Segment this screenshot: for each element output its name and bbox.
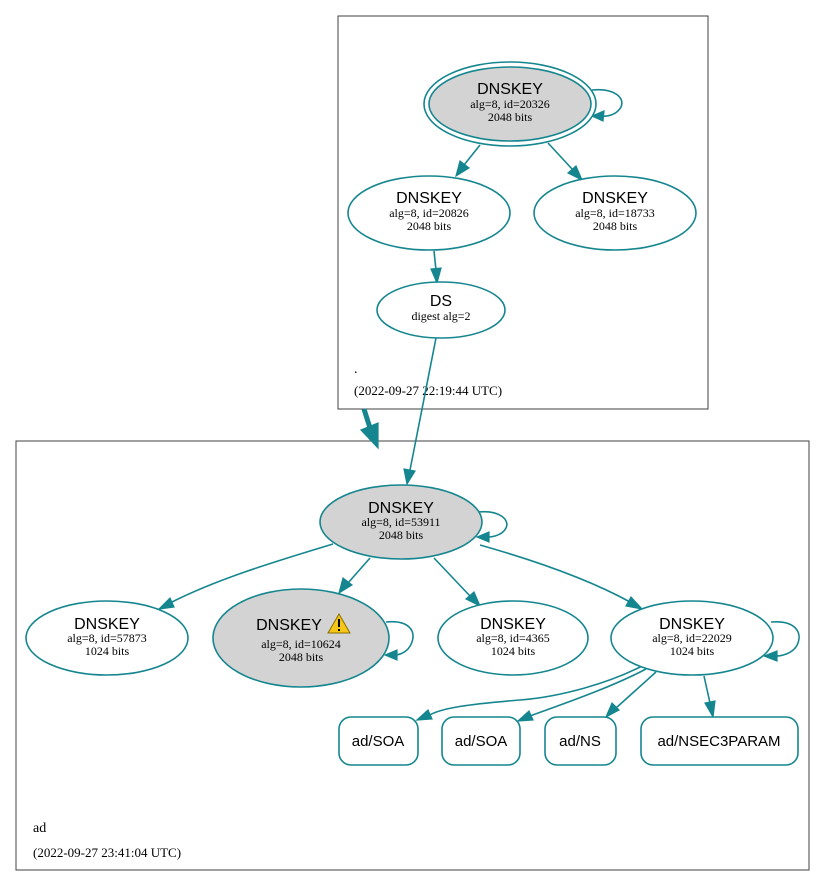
root-zone-timestamp: (2022-09-27 22:19:44 UTC) <box>354 383 502 398</box>
root-zsk2-title: DNSKEY <box>582 190 648 207</box>
rrset-soa-1-label: ad/SOA <box>352 733 405 750</box>
ad-22029-self-arrow <box>762 650 778 662</box>
ad-key-57873-alg-id: alg=8, id=57873 <box>67 631 147 645</box>
root-zsk1-node[interactable]: DNSKEY alg=8, id=20826 2048 bits <box>347 175 511 251</box>
root-zsk2-alg-id: alg=8, id=18733 <box>575 206 655 220</box>
ad-22029-to-ns-edge <box>615 671 657 709</box>
ad-ksk-title: DNSKEY <box>368 500 434 517</box>
ad-key-57873-node[interactable]: DNSKEY alg=8, id=57873 1024 bits <box>25 600 189 676</box>
delegation-arrow <box>359 422 379 450</box>
ad-key-57873-shape <box>25 600 189 676</box>
ad-key-10624-shape <box>212 588 390 688</box>
ad-22029-self-edge <box>769 621 800 657</box>
ad-key-22029-bits: 1024 bits <box>670 644 715 658</box>
ad-zone-name: ad <box>33 821 46 836</box>
ad-key-10624-title: DNSKEY <box>256 617 322 634</box>
ds-to-ad-ksk-arrow <box>403 468 416 486</box>
warning-icon <box>327 613 351 634</box>
rrset-ns-shape <box>544 716 617 766</box>
delegation-edge <box>361 408 373 429</box>
root-ksk-to-zsk2-arrow <box>566 165 584 182</box>
ad-22029-to-soa1-edge <box>427 664 645 717</box>
delegation-edges <box>359 337 437 486</box>
root-zsk1-title: DNSKEY <box>396 190 462 207</box>
rrset-ns[interactable]: ad/NS <box>544 716 617 766</box>
ad-22029-to-nsec3param-arrow <box>704 700 716 719</box>
root-ksk-node[interactable]: DNSKEY alg=8, id=20326 2048 bits <box>423 61 597 147</box>
ad-ksk-to-4365-edge <box>433 557 471 597</box>
ad-ksk-to-22029-edge <box>479 544 631 603</box>
root-ksk-bits: 2048 bits <box>488 110 533 124</box>
ad-key-57873-bits: 1024 bits <box>85 644 130 658</box>
ad-22029-to-ns-arrow <box>604 701 620 719</box>
root-zsk1-to-ds-edge <box>433 250 437 271</box>
rrset-ns-label: ad/NS <box>559 733 601 750</box>
rrset-soa-1[interactable]: ad/SOA <box>338 716 419 766</box>
ad-10624-self-arrow <box>383 649 398 661</box>
ad-ksk-bits: 2048 bits <box>379 528 424 542</box>
root-ksk-shape <box>428 66 592 142</box>
ad-ksk-node[interactable]: DNSKEY alg=8, id=53911 2048 bits <box>319 484 483 560</box>
ad-22029-to-soa1-arrow <box>415 708 433 721</box>
ad-edges <box>157 510 800 722</box>
rrset-soa-1-shape <box>338 716 419 766</box>
ad-key-10624-bits: 2048 bits <box>279 650 324 664</box>
root-ds-node[interactable]: DS digest alg=2 <box>376 281 506 339</box>
ad-22029-to-soa2-arrow <box>516 709 534 722</box>
ad-ksk-self-arrow <box>475 531 490 543</box>
root-ds-shape <box>376 281 506 339</box>
rrset-nsec3param[interactable]: ad/NSEC3PARAM <box>640 716 799 766</box>
ad-key-22029-node[interactable]: DNSKEY alg=8, id=22029 1024 bits <box>610 600 774 676</box>
ad-22029-to-nsec3param-edge <box>703 675 711 704</box>
rrset-soa-2-label: ad/SOA <box>455 733 508 750</box>
ds-to-ad-ksk-edge <box>409 337 437 471</box>
root-ksk-to-zsk1-edge <box>463 144 481 166</box>
ad-22029-to-soa2-edge <box>529 668 647 717</box>
root-zsk2-node[interactable]: DNSKEY alg=8, id=18733 2048 bits <box>533 175 697 251</box>
root-zsk2-bits: 2048 bits <box>593 219 638 233</box>
root-ksk-to-zsk2-edge <box>547 142 574 171</box>
root-zsk2-shape <box>533 175 697 251</box>
root-zone-name: . <box>354 362 358 377</box>
ad-key-10624-node[interactable]: DNSKEY alg=8, id=10624 2048 bits <box>212 588 390 688</box>
root-ksk-self-edge <box>591 88 623 118</box>
ad-ksk-to-57873-edge <box>169 543 334 604</box>
rrset-soa-2[interactable]: ad/SOA <box>441 716 521 766</box>
ad-ksk-alg-id: alg=8, id=53911 <box>361 515 440 529</box>
ad-ksk-to-10624-edge <box>347 557 371 584</box>
ad-key-57873-title: DNSKEY <box>74 616 140 633</box>
root-zsk1-to-ds-arrow <box>430 267 442 285</box>
rrset-soa-2-shape <box>441 716 521 766</box>
rrset-nsec3param-shape <box>640 716 799 766</box>
root-edges <box>430 88 623 285</box>
rrset-nsec3param-label: ad/NSEC3PARAM <box>657 733 780 750</box>
ad-key-22029-title: DNSKEY <box>659 616 725 633</box>
ad-key-4365-title: DNSKEY <box>480 616 546 633</box>
ad-key-22029-shape <box>610 600 774 676</box>
ad-key-4365-shape <box>437 600 589 676</box>
root-ds-title: DS <box>430 293 452 310</box>
root-ksk-title: DNSKEY <box>477 81 543 98</box>
ad-ksk-to-22029-arrow <box>625 595 644 610</box>
root-ksk-alg-id: alg=8, id=20326 <box>470 97 550 111</box>
ad-key-22029-alg-id: alg=8, id=22029 <box>652 631 732 645</box>
ad-zone-timestamp: (2022-09-27 23:41:04 UTC) <box>33 845 181 860</box>
root-zsk1-bits: 2048 bits <box>407 219 452 233</box>
ad-ksk-to-10624-arrow <box>338 576 354 595</box>
root-ds-digest: digest alg=2 <box>411 309 470 323</box>
root-ksk-to-zsk1-arrow <box>455 159 471 178</box>
root-zsk1-shape <box>347 175 511 251</box>
ad-ksk-self-edge <box>477 510 508 539</box>
ad-ksk-to-4365-arrow <box>464 591 482 608</box>
ad-key-4365-bits: 1024 bits <box>491 644 536 658</box>
ad-ksk-shape <box>319 484 483 560</box>
ad-ksk-to-57873-arrow <box>157 596 175 610</box>
ad-key-4365-alg-id: alg=8, id=4365 <box>476 631 550 645</box>
root-zsk1-alg-id: alg=8, id=20826 <box>389 206 469 220</box>
root-ksk-self-arrow <box>590 110 605 122</box>
ad-key-10624-alg-id: alg=8, id=10624 <box>261 637 341 651</box>
ad-key-4365-node[interactable]: DNSKEY alg=8, id=4365 1024 bits <box>437 600 589 676</box>
